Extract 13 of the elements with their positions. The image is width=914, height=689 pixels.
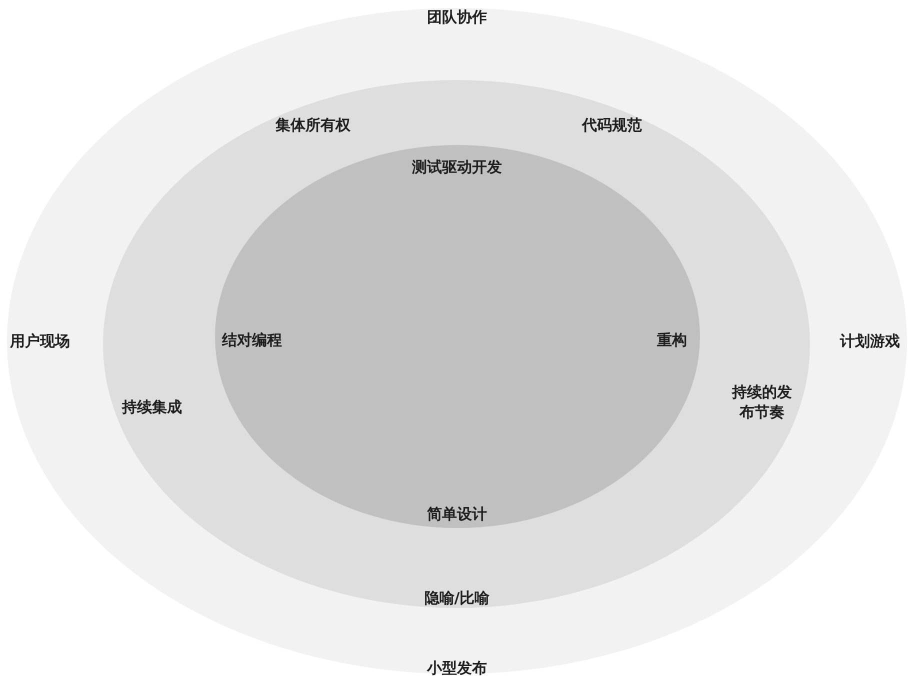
- practice-label: 团队协作: [427, 6, 487, 28]
- practice-label: 持续集成: [122, 396, 182, 418]
- practice-label: 计划游戏: [840, 330, 900, 352]
- practice-label: 持续的发布节奏: [730, 382, 793, 422]
- practice-label: 结对编程: [222, 330, 282, 350]
- practice-label: 隐喻/比喻: [424, 588, 490, 608]
- practice-label: 集体所有权: [276, 114, 350, 136]
- practice-label: 代码规范: [582, 114, 642, 136]
- practice-label: 用户现场: [10, 330, 70, 352]
- practice-label: 简单设计: [427, 504, 487, 524]
- practice-label: 重构: [657, 330, 687, 350]
- practice-label: 小型发布: [427, 658, 487, 678]
- practice-label: 测试驱动开发: [412, 156, 502, 178]
